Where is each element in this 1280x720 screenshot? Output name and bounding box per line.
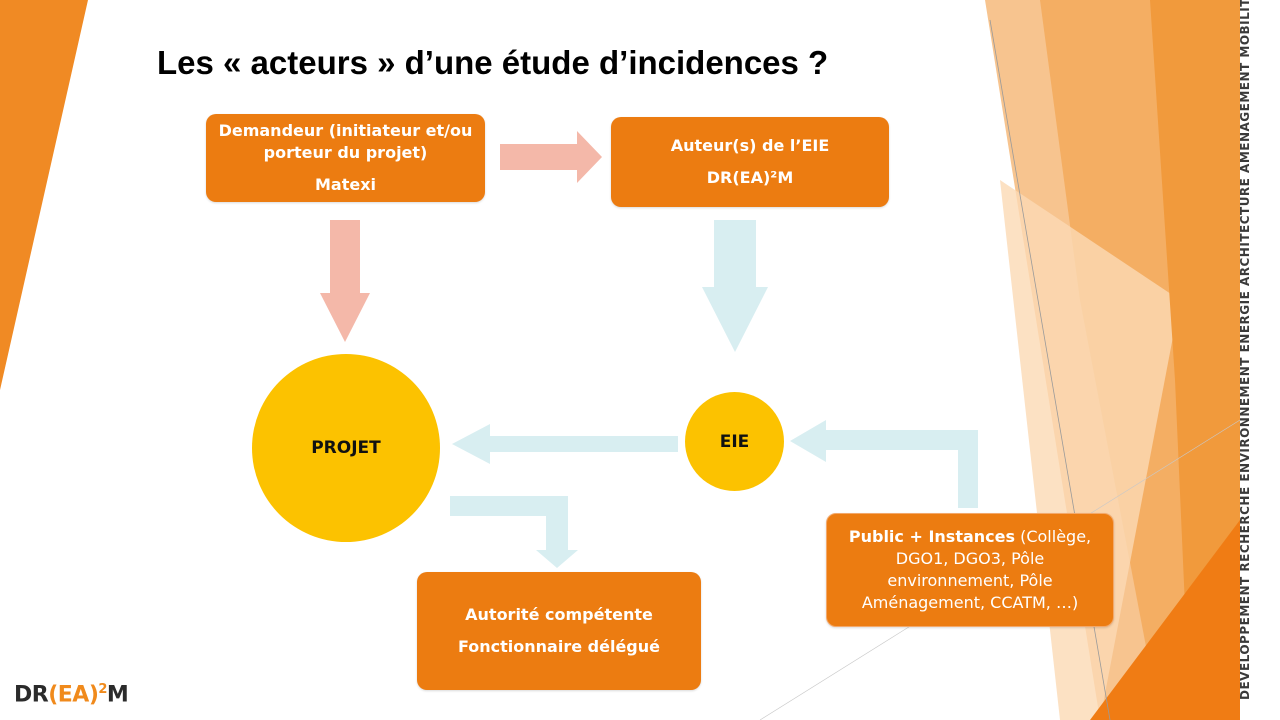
- eie-circle: EIE: [685, 392, 784, 491]
- projet-label: PROJET: [311, 438, 381, 458]
- public-line3: environnement, Pôle: [887, 571, 1053, 590]
- arrow-auteur-to-eie: [702, 220, 768, 352]
- autorite-box: Autorité compétente Fonctionnaire délégu…: [417, 572, 701, 690]
- public-line2: DGO1, DGO3, Pôle: [895, 549, 1045, 568]
- page-title: Les « acteurs » d’une étude d’incidences…: [157, 44, 829, 81]
- public-line1: Public + Instances (Collège,: [849, 526, 1091, 548]
- public-line4: Aménagement, CCATM, …): [861, 593, 1079, 612]
- logo-part2: (EA): [48, 682, 99, 708]
- eie-label: EIE: [719, 431, 750, 452]
- demandeur-name: Matexi: [314, 175, 377, 194]
- arrow-demandeur-to-projet: [320, 220, 370, 342]
- arrow-demandeur-to-auteur: [500, 131, 602, 183]
- right-strip: [1240, 0, 1280, 720]
- arrow-eie-to-projet: [452, 424, 678, 464]
- logo-part3: M: [106, 682, 129, 708]
- demandeur-line2: porteur du projet): [263, 143, 428, 162]
- logo-part1: DR: [14, 682, 49, 708]
- left-orange-shape: [0, 0, 88, 390]
- brand-logo: DR(EA)2M: [14, 682, 129, 708]
- autorite-name: Fonctionnaire délégué: [458, 637, 660, 656]
- projet-circle: PROJET: [252, 354, 440, 542]
- arrow-projet-to-autorite: [450, 496, 578, 568]
- sidebar-text: DEVELOPPEMENT RECHERCHE ENVIRONNEMENT EN…: [1238, 0, 1252, 700]
- public-bold: Public + Instances: [848, 527, 1016, 546]
- auteur-box: Auteur(s) de l’EIE DR(EA)²M: [611, 117, 889, 207]
- demandeur-line1: Demandeur (initiateur et/ou: [218, 121, 473, 140]
- auteur-label: Auteur(s) de l’EIE: [670, 136, 830, 155]
- autorite-label: Autorité compétente: [465, 605, 653, 624]
- auteur-name: DR(EA)²M: [706, 168, 794, 187]
- public-rest: (Collège,: [1015, 527, 1092, 546]
- arrow-public-to-eie: [790, 420, 978, 508]
- right-facet-deep: [1150, 0, 1240, 720]
- logo-sup: 2: [98, 682, 107, 697]
- demandeur-box: Demandeur (initiateur et/ou porteur du p…: [206, 114, 485, 202]
- public-box: Public + Instances (Collège, DGO1, DGO3,…: [826, 513, 1114, 627]
- right-facet-bottom: [1090, 520, 1240, 720]
